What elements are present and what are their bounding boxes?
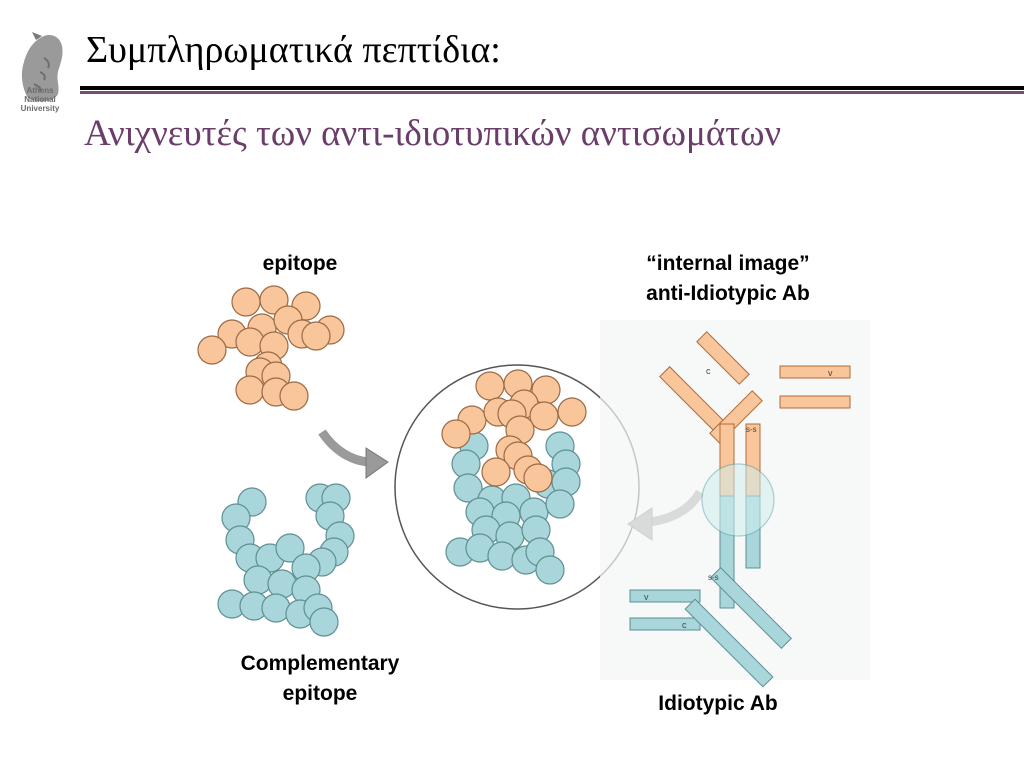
label-internal-image: “internal image” [646, 252, 809, 275]
idiotypic-chain-c: c [682, 620, 687, 630]
athena-head-icon [21, 35, 63, 102]
slide-title: Συμπληρωματικά πεπτίδια: [86, 29, 501, 71]
label-complementary: Complementary [241, 652, 400, 675]
label-complementary-epitope: epitope [283, 682, 358, 705]
arrow-epitope-to-complex [318, 429, 373, 467]
label-idiotypic-ab: Idiotypic Ab [658, 692, 777, 715]
slide-subtitle: Ανιχνευτές των αντι-ιδιοτυπικών αντισωμά… [84, 113, 782, 154]
title-divider-black [80, 86, 1024, 90]
label-anti-idiotypic-ab: anti-Idiotypic Ab [646, 282, 810, 305]
anti-id-disulfide: s-s [746, 425, 757, 434]
complementary-peptide-diagram: epitope “internal image” anti-Idiotypic … [197, 252, 870, 715]
complex-orange-part [441, 369, 587, 493]
complex-blue-part [445, 431, 581, 585]
epitope-cluster [197, 285, 345, 411]
anti-id-chain-v: v [828, 368, 833, 378]
university-logo [21, 32, 63, 102]
logo-text-line: University [20, 104, 60, 113]
label-epitope: epitope [263, 252, 338, 275]
anti-id-chain-c: c [706, 366, 711, 376]
title-divider-purple [80, 91, 1024, 94]
variable-region-highlight [701, 463, 775, 537]
complementary-epitope-cluster [217, 483, 355, 637]
idiotypic-disulfide: s-s [708, 573, 719, 582]
logo-caption: Athens National University [10, 86, 70, 113]
logo-text-line: National [24, 95, 56, 104]
logo-text-line: Athens [26, 86, 54, 95]
idiotypic-chain-v: v [644, 592, 649, 602]
